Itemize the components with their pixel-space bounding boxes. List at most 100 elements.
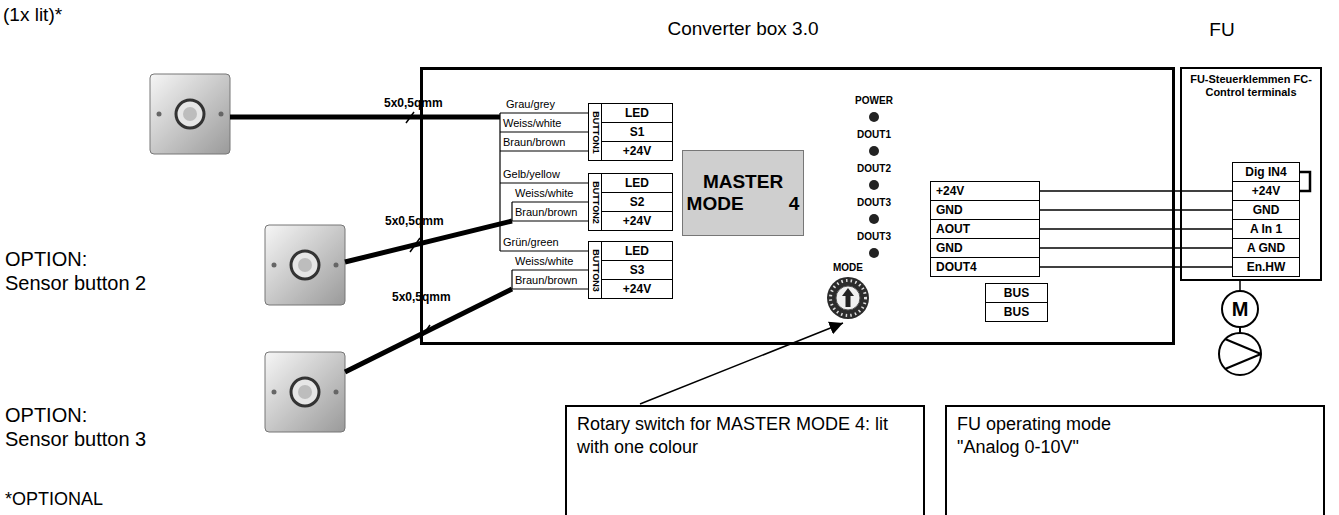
terminal-cell: +24V <box>1232 181 1300 201</box>
status-led <box>869 214 879 224</box>
terminal-cell: +24V <box>601 211 673 231</box>
leader-arrow <box>640 323 843 404</box>
terminal-text: DOUT4 <box>936 261 977 273</box>
button-label: BUTTON2 <box>591 181 600 223</box>
terminal-text: S3 <box>630 264 645 276</box>
terminal-text: GND <box>936 204 963 216</box>
callout-box: FU operating mode "Analog 0-10V" <box>945 405 1325 515</box>
wire-connector <box>1040 247 1232 249</box>
led-label: POWER <box>849 95 899 107</box>
wire <box>500 150 588 151</box>
led-label: DOUT1 <box>849 129 899 141</box>
terminal-cell: GND <box>930 200 1040 220</box>
bus-terminal: BUS <box>985 283 1048 303</box>
wire-color: Gelb/yellow <box>503 168 560 181</box>
wire <box>511 202 512 221</box>
wire-color: Braun/brown <box>515 206 577 219</box>
led-label: DOUT2 <box>849 163 899 175</box>
led-label: DOUT3 <box>849 231 899 243</box>
wire-color: Braun/brown <box>503 136 565 149</box>
terminal-cell: LED <box>601 241 673 261</box>
terminal-cell: Dig IN4 <box>1232 162 1300 182</box>
bus-terminal: BUS <box>985 302 1048 322</box>
sensor-button <box>157 112 162 117</box>
terminal-cell: +24V <box>601 141 673 161</box>
wire <box>512 220 588 221</box>
terminal-cell: DOUT4 <box>930 257 1040 277</box>
cable-spec: 5x0,5qmm <box>385 214 444 228</box>
wire <box>499 113 500 251</box>
terminal-text: S2 <box>630 196 645 208</box>
terminal-cell: +24V <box>601 279 673 299</box>
wire-color: Weiss/white <box>515 255 573 268</box>
terminal-text: GND <box>936 242 963 254</box>
motor-letter: M <box>1232 299 1249 319</box>
terminal-cell: LED <box>601 173 673 193</box>
terminal-text: LED <box>625 245 649 257</box>
option-note: Sensor button 3 <box>5 427 146 451</box>
status-led <box>869 180 879 190</box>
control-terminal-box: FUFU-Steuerklemmen FC-Control terminalsD… <box>1180 67 1322 281</box>
box-subheading: FU-Steuerklemmen FC-Control terminals <box>1183 73 1319 99</box>
wire <box>511 270 512 289</box>
terminal-text: +24V <box>623 215 651 227</box>
wire-color: Weiss/white <box>503 117 561 130</box>
wire-color: Braun/brown <box>515 274 577 287</box>
terminal-text: LED <box>625 177 649 189</box>
pump-symbol <box>1225 354 1261 369</box>
sensor-button <box>272 390 277 395</box>
terminal-text: BUS <box>1004 306 1029 318</box>
terminal-text: +24V <box>936 185 964 197</box>
cable-spec: 5x0,5qmm <box>384 96 443 110</box>
wire-connector <box>1040 209 1232 211</box>
status-led <box>869 146 879 156</box>
sensor-button <box>265 225 345 305</box>
note: (1x lit)* <box>3 4 62 27</box>
wire <box>500 182 588 183</box>
sensor-button <box>334 263 339 268</box>
terminal-cell: GND <box>930 238 1040 258</box>
cable <box>345 289 512 372</box>
terminal-label: BUTTON3 <box>588 241 602 299</box>
sensor-button <box>298 258 312 272</box>
sensor-button <box>150 74 230 154</box>
terminal-cell: +24V <box>930 181 1040 201</box>
sensor-button <box>219 112 224 117</box>
rotary-switch <box>831 281 866 316</box>
cable-mark <box>410 238 420 252</box>
terminal-cell: A GND <box>1232 238 1300 258</box>
terminal-cell: LED <box>601 103 673 123</box>
wire-color: Weiss/white <box>515 187 573 200</box>
sensor-button <box>291 251 319 279</box>
wire <box>500 113 588 289</box>
terminal-text: S1 <box>630 126 645 138</box>
terminal-cell: S2 <box>601 192 673 212</box>
pump-symbol <box>1219 328 1261 375</box>
sensor-button <box>265 352 345 432</box>
terminal-text: Dig IN4 <box>1245 166 1286 178</box>
wire-connector <box>1040 190 1232 192</box>
wire-connector <box>1300 172 1310 191</box>
terminal-cell: S3 <box>601 260 673 280</box>
wire <box>512 288 588 289</box>
wire-color: Grau/grey <box>506 98 555 111</box>
cable <box>230 117 512 372</box>
pump-symbol <box>1225 339 1261 354</box>
button-label: BUTTON3 <box>591 249 600 291</box>
sensor-button <box>272 263 277 268</box>
terminal-cell: AOUT <box>930 219 1040 239</box>
terminal-text: BUS <box>1004 287 1029 299</box>
cable <box>230 115 500 120</box>
sensor-button <box>265 352 345 432</box>
sensor-button <box>298 385 312 399</box>
terminal-label: BUTTON2 <box>588 173 602 231</box>
wire <box>500 112 588 113</box>
rotary-switch <box>827 277 869 319</box>
wire-connector <box>1040 228 1232 230</box>
terminal-text: A In 1 <box>1250 223 1282 235</box>
callout-text: FU operating mode "Analog 0-10V" <box>957 413 1167 460</box>
callout-box: Rotary switch for MASTER MODE 4: lit wit… <box>565 405 925 515</box>
callout-text: Rotary switch for MASTER MODE 4: lit wit… <box>577 413 895 460</box>
cable-spec: 5x0,5qmm <box>392 290 451 304</box>
